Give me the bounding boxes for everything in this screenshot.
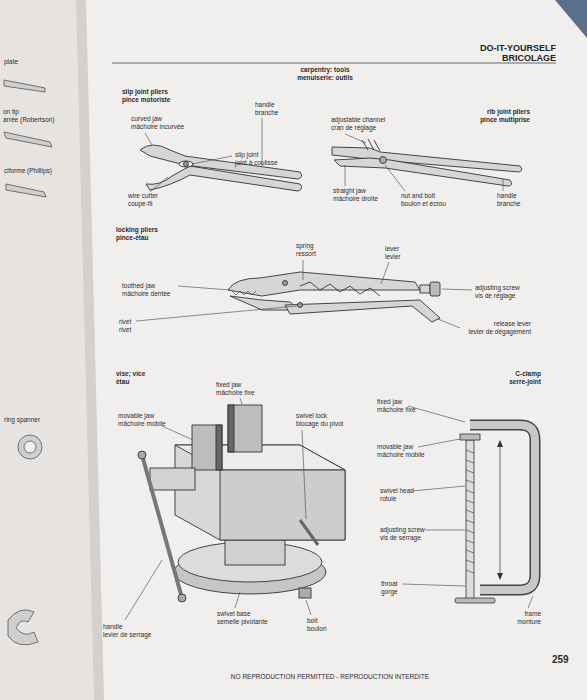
- part-label: rivet: [119, 326, 131, 334]
- part-label: movable jaw: [377, 443, 413, 451]
- part-label: bolt: [307, 617, 317, 625]
- part-label: menuiserie: outils: [297, 74, 353, 82]
- part-label: mâchoire incurvée: [131, 123, 184, 131]
- part-label: levier: [385, 253, 401, 261]
- part-label: ring spanner: [4, 416, 40, 424]
- part-label: serre-joint: [509, 378, 541, 386]
- part-label: wire cutter: [128, 192, 158, 200]
- part-label: mâchoire mobile: [118, 420, 166, 428]
- part-label: straight jaw: [333, 187, 366, 195]
- part-label: branche: [497, 200, 521, 208]
- part-label: levier de dégagement: [468, 328, 531, 336]
- part-label: pince multiprise: [480, 116, 530, 124]
- part-label: ciforme (Phillips): [4, 167, 52, 175]
- part-label: mâchoire dentée: [122, 290, 170, 298]
- part-label: spring: [296, 242, 314, 250]
- part-label: movable jaw: [118, 412, 154, 420]
- part-label: fixed jaw: [216, 381, 241, 389]
- part-label: adjusting screw: [380, 526, 425, 534]
- part-label: pince-étau: [116, 234, 149, 242]
- part-label: branche: [255, 109, 279, 117]
- part-label: mâchoire mobile: [377, 451, 425, 459]
- part-label: vis de réglage: [475, 292, 515, 300]
- part-label: levier de serrage: [103, 631, 151, 639]
- part-label: rib joint pliers: [487, 108, 530, 116]
- part-label: adjusting screw: [475, 284, 520, 292]
- part-label: swivel head: [380, 487, 414, 495]
- part-label: nut and bolt: [401, 192, 435, 200]
- part-label: boulon: [307, 625, 327, 633]
- part-label: handle: [255, 101, 275, 109]
- part-label: vis de serrage: [380, 534, 421, 542]
- part-label: pince motoriste: [122, 96, 170, 104]
- part-label: toothed jaw: [122, 282, 155, 290]
- part-label: throat: [381, 580, 398, 588]
- part-label: arrée (Robertson): [3, 116, 54, 124]
- part-label: mâchoire droite: [333, 195, 378, 203]
- part-label: 259: [552, 654, 569, 665]
- part-label: rotule: [380, 495, 396, 503]
- part-label: fixed jaw: [377, 398, 402, 406]
- part-label: slip joint pliers: [122, 88, 168, 96]
- part-label: ressort: [296, 250, 316, 258]
- part-label: release lever: [494, 320, 531, 328]
- part-label: vise; vice: [116, 370, 145, 378]
- part-label: handle: [497, 192, 517, 200]
- part-label: swivel base: [217, 610, 251, 618]
- part-label: lever: [385, 245, 399, 253]
- part-label: adjustable channel: [331, 116, 385, 124]
- part-label: on tip: [3, 108, 19, 116]
- part-label: étau: [116, 378, 129, 386]
- part-label: gorge: [381, 588, 398, 596]
- part-label: cran de réglage: [331, 124, 376, 132]
- part-label: frame: [524, 610, 541, 618]
- part-label: boulon et écrou: [401, 200, 446, 208]
- part-label: coupe-fil: [128, 200, 153, 208]
- part-label: curved jaw: [131, 115, 162, 123]
- part-label: slip joint: [235, 151, 258, 159]
- part-label: handle: [103, 623, 123, 631]
- part-label: rivet: [119, 318, 131, 326]
- part-label: semelle pivotante: [217, 618, 268, 626]
- part-label: locking pliers: [116, 226, 158, 234]
- part-label: NO REPRODUCTION PERMITTED - REPRODUCTION…: [231, 673, 429, 681]
- part-label: C-clamp: [515, 370, 541, 378]
- page-title: DO-IT-YOURSELF BRICOLAGE: [456, 43, 556, 63]
- part-label: mâchoire fixe: [377, 406, 416, 414]
- part-label: monture: [517, 618, 541, 626]
- part-label: carpentry: tools: [300, 66, 349, 74]
- part-label: swivel lock: [296, 412, 327, 420]
- part-label: blocage du pivot: [296, 420, 343, 428]
- part-label: plate: [4, 58, 18, 66]
- part-label: mâchoire fixe: [216, 389, 255, 397]
- part-label: joint à coulisse: [235, 159, 278, 167]
